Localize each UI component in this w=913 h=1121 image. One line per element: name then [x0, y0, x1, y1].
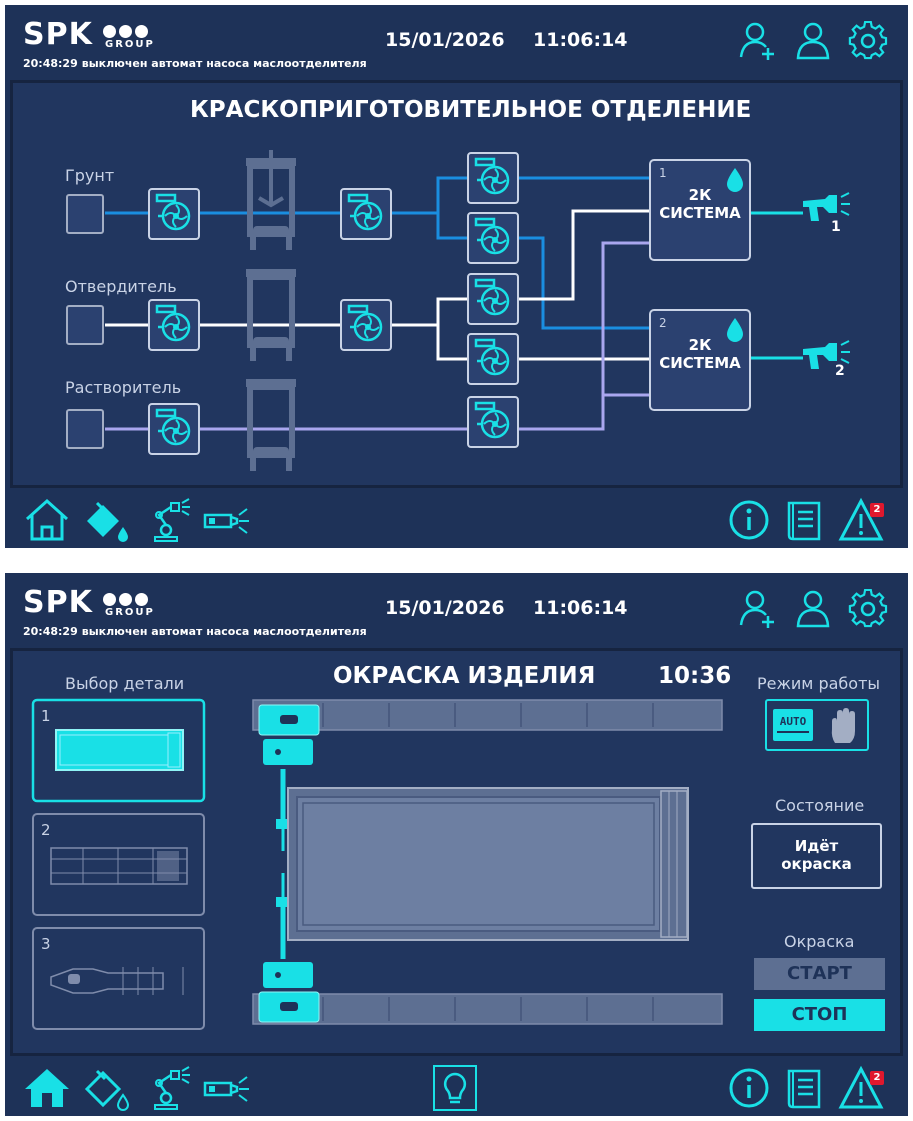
- stop-button[interactable]: СТОП: [754, 999, 885, 1031]
- paint-drop-icon: [727, 168, 743, 192]
- info-icon[interactable]: [725, 1065, 773, 1111]
- spray-gun-icon: [802, 192, 851, 222]
- gear-icon[interactable]: [848, 21, 888, 61]
- gun-number: 2: [835, 363, 845, 379]
- alarm-text: выключен автомат насоса маслоотделителя: [81, 57, 367, 70]
- manual-icon[interactable]: [781, 497, 829, 543]
- system-number: 1: [659, 166, 667, 180]
- paint-bucket-icon[interactable]: [83, 1065, 131, 1111]
- pump-icon: [466, 151, 520, 205]
- mode-toggle-button[interactable]: AUTO: [765, 699, 869, 751]
- part-select-label: Выбор детали: [65, 674, 185, 693]
- logo-dots: [103, 591, 151, 610]
- gear-icon[interactable]: [848, 589, 888, 629]
- 2k-system-2: [649, 309, 751, 411]
- footer-nav: 2: [5, 1059, 908, 1116]
- home-icon[interactable]: [23, 497, 71, 543]
- footer-nav: 2: [5, 491, 908, 548]
- logo: SPK: [23, 585, 93, 620]
- warning-icon[interactable]: [837, 1065, 885, 1111]
- system-number: 2: [659, 316, 667, 330]
- clock: 11:06:14: [533, 29, 628, 51]
- pump-icon: [466, 332, 520, 386]
- hand-icon: [831, 708, 855, 743]
- add-user-icon[interactable]: [738, 589, 778, 629]
- state-label: Состояние: [775, 796, 865, 815]
- date: 15/01/2026: [385, 597, 505, 619]
- input-label-primer: Грунт: [65, 166, 115, 185]
- logo-dots: [103, 23, 151, 42]
- logo-group: GROUP: [105, 607, 155, 618]
- page-title: КРАСКОПРИГОТОВИТЕЛЬНОЕ ОТДЕЛЕНИЕ: [190, 97, 752, 123]
- user-icon[interactable]: [793, 21, 833, 61]
- mode-label: Режим работы: [757, 674, 881, 693]
- pump-icon: [147, 187, 201, 241]
- part-card-1-select[interactable]: [33, 700, 204, 801]
- clock: 11:06:14: [533, 597, 628, 619]
- alarm-time: 20:48:29: [23, 625, 78, 638]
- logo: SPK: [23, 17, 93, 52]
- timer: 10:36: [658, 663, 732, 689]
- add-user-icon[interactable]: [738, 21, 778, 61]
- paint-label: Окраска: [784, 932, 855, 951]
- robot-arm-icon[interactable]: [145, 1065, 193, 1111]
- gun-number: 1: [831, 219, 841, 235]
- piping-diagram: [66, 150, 851, 485]
- info-icon[interactable]: [725, 497, 773, 543]
- source-box-solvent: [66, 409, 104, 449]
- home-icon[interactable]: [23, 1065, 71, 1111]
- source-box-hardener: [66, 305, 104, 345]
- spray-gun-icon[interactable]: [203, 497, 251, 543]
- part-card-3-select[interactable]: [33, 928, 204, 1029]
- part-number: 1: [41, 707, 51, 725]
- paint-bucket-icon[interactable]: [83, 497, 131, 543]
- pump-icon: [147, 402, 201, 456]
- painting-scene: [31, 698, 723, 1030]
- date: 15/01/2026: [385, 29, 505, 51]
- pump-icon: [466, 211, 520, 265]
- part-number: 3: [41, 935, 51, 953]
- alarm-count-badge: 2: [870, 1071, 884, 1085]
- input-label-solvent: Растворитель: [65, 378, 182, 397]
- pump-icon: [339, 187, 393, 241]
- part-number: 2: [41, 821, 51, 839]
- pump-icon: [339, 298, 393, 352]
- bulb-icon[interactable]: [431, 1065, 479, 1111]
- process-diagram-panel: КРАСКОПРИГОТОВИТЕЛЬНОЕ ОТДЕЛЕНИЕ Грунт О…: [10, 80, 903, 488]
- user-icon[interactable]: [793, 589, 833, 629]
- alarm-text: выключен автомат насоса маслоотделителя: [81, 625, 367, 638]
- pump-icon: [466, 272, 520, 326]
- 2k-system-1: [649, 159, 751, 261]
- manual-icon[interactable]: [781, 1065, 829, 1111]
- part-card-3: [32, 927, 205, 1030]
- pump-icon: [147, 298, 201, 352]
- alarm-count-badge: 2: [870, 503, 884, 517]
- input-label-hardener: Отвердитель: [65, 277, 177, 296]
- part-card-2-select[interactable]: [33, 814, 204, 915]
- auto-mode-icon: AUTO: [773, 709, 813, 741]
- source-box-primer: [66, 194, 104, 234]
- logo-group: GROUP: [105, 39, 155, 50]
- pump-icon: [466, 395, 520, 449]
- page-title: ОКРАСКА ИЗДЕЛИЯ: [333, 663, 596, 689]
- paint-drop-icon: [727, 318, 743, 342]
- robot-arm-icon[interactable]: [145, 497, 193, 543]
- start-button[interactable]: СТАРТ: [754, 958, 885, 990]
- tank-icon: [246, 269, 296, 361]
- tank-icon: [246, 379, 296, 471]
- alarm-time: 20:48:29: [23, 57, 78, 70]
- painting-panel: ОКРАСКА ИЗДЕЛИЯ 10:36 Выбор детали Режим…: [10, 648, 903, 1056]
- spray-gun-icon[interactable]: [203, 1065, 251, 1111]
- warning-icon[interactable]: [837, 497, 885, 543]
